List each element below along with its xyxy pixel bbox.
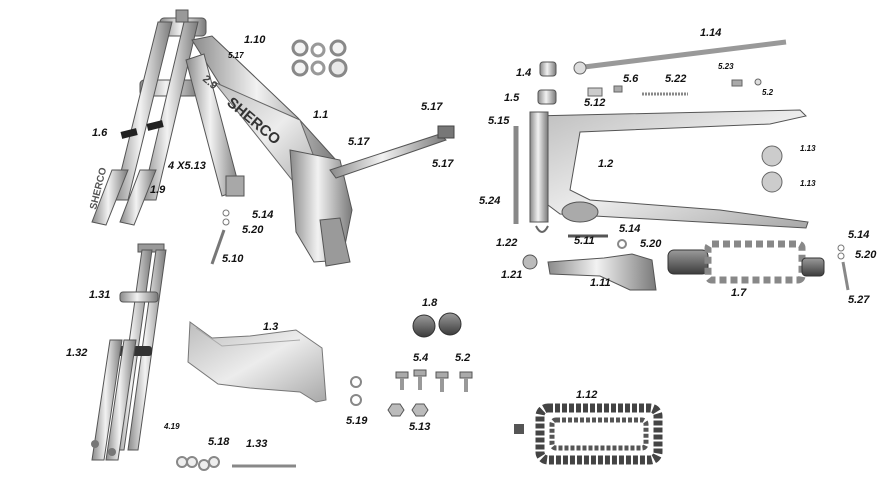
label-5-22: 5.22 <box>665 73 687 85</box>
fork-lower-assembly <box>91 243 167 461</box>
label-5-20-c: 5.20 <box>855 249 877 261</box>
label-1-22: 1.22 <box>496 237 518 249</box>
swingarm-assembly <box>513 39 809 291</box>
label-5-4: 5.4 <box>413 352 429 364</box>
skid-plate <box>187 321 327 403</box>
label-1-14: 1.14 <box>700 27 722 39</box>
label-1-6: 1.6 <box>92 127 108 139</box>
label-5-20-a: 5.20 <box>242 224 264 236</box>
label-5-27: 5.27 <box>848 294 870 306</box>
label-1-11: 1.11 <box>590 277 611 289</box>
label-5-18: 5.18 <box>208 436 230 448</box>
label-5-11: 5.11 <box>574 235 595 247</box>
label-5-17-b: 5.17 <box>348 136 370 148</box>
label-5-14-a: 5.14 <box>252 209 274 221</box>
bolt-set <box>350 369 473 417</box>
label-5-2-a: 5.2 <box>455 352 471 364</box>
label-5-20-b: 5.20 <box>640 238 662 250</box>
label-1-32: 1.32 <box>66 347 88 359</box>
label-5-6: 5.6 <box>623 73 639 85</box>
small-spacers <box>176 456 296 471</box>
bolt-5-10 <box>210 209 230 265</box>
label-5-17-c: 5.17 <box>421 101 443 113</box>
label-1-7: 1.7 <box>731 287 747 299</box>
label-5-15: 5.15 <box>488 115 510 127</box>
label-1-21: 1.21 <box>501 269 523 281</box>
label-1-2: 1.2 <box>598 158 614 170</box>
label-5-2-b: 5.2 <box>762 88 774 97</box>
label-5-17-d: 5.17 <box>432 158 454 170</box>
drive-chain <box>514 403 663 465</box>
label-5-17-a: 5.17 <box>228 51 244 60</box>
label-1-1: 1.1 <box>313 109 329 121</box>
label-1-10: 1.10 <box>244 34 266 46</box>
label-5-19: 5.19 <box>346 415 368 427</box>
label-1-3: 1.3 <box>263 321 279 333</box>
front-fork-assembly: SHERCO <box>88 9 207 226</box>
label-1-8: 1.8 <box>422 297 438 309</box>
label-5-13: 5.13 <box>409 421 431 433</box>
label-1-31: 1.31 <box>89 289 111 301</box>
bearing-set <box>291 39 348 78</box>
label-5-10: 5.10 <box>222 253 244 265</box>
label-5-12: 5.12 <box>584 97 606 109</box>
label-1-13-b: 1.13 <box>800 179 816 188</box>
label-1-5: 1.5 <box>504 92 520 104</box>
label-1-4: 1.4 <box>516 67 532 79</box>
label-4x5-13: 4 X5.13 <box>168 160 206 172</box>
rubber-caps <box>412 312 462 338</box>
label-1-13-a: 1.13 <box>800 144 816 153</box>
label-1-9: 1.9 <box>150 184 166 196</box>
label-5-24: 5.24 <box>479 195 501 207</box>
label-5-14-b: 5.14 <box>619 223 641 235</box>
label-5-23: 5.23 <box>718 62 734 71</box>
label-1-33: 1.33 <box>246 438 268 450</box>
rear-shock <box>667 240 850 291</box>
label-4-19: 4.19 <box>164 422 180 431</box>
label-5-14-c: 5.14 <box>848 229 870 241</box>
label-1-12: 1.12 <box>576 389 598 401</box>
